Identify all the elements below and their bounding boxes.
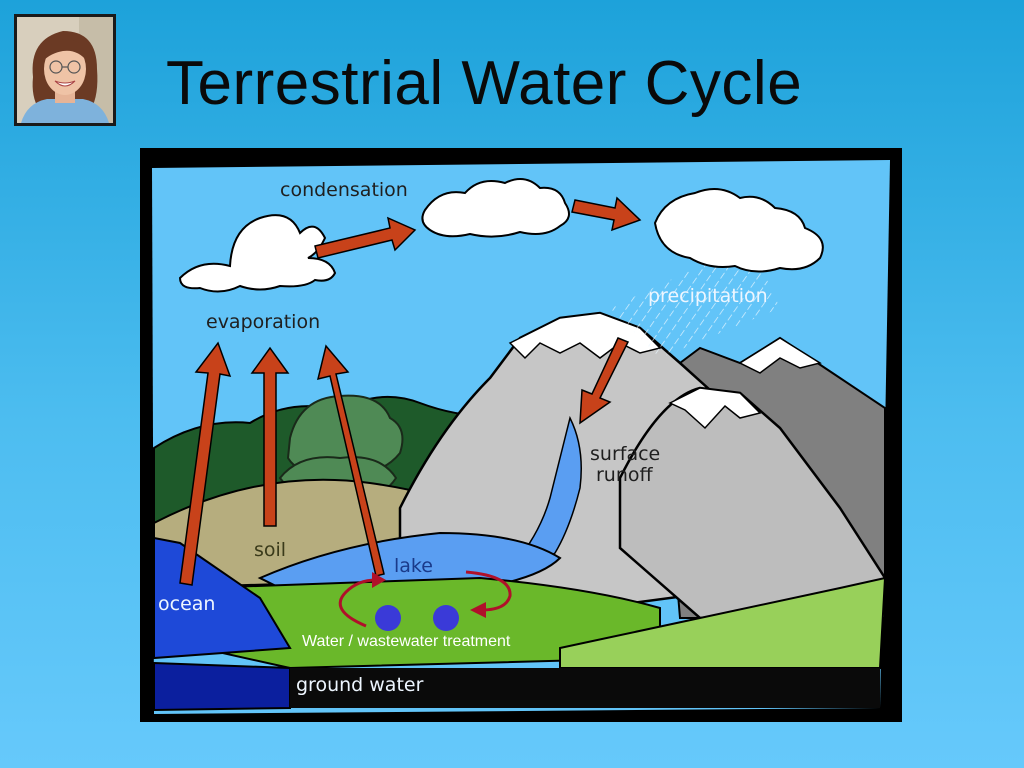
precipitation-rain: [610, 243, 780, 358]
treatment-cycle: [338, 570, 512, 631]
water-cycle-illustration: condensation evaporation precipitation s…: [152, 160, 890, 714]
bedrock: [290, 668, 880, 708]
cloud-evaporation: [178, 214, 337, 293]
treatment-arrow-left: [338, 578, 377, 628]
arrow-condensation-to-precipitation: [571, 196, 642, 232]
cloud-condensation: [421, 178, 570, 238]
label-soil: soil: [254, 539, 286, 561]
label-surface-runoff-line2: runoff: [596, 464, 654, 486]
arrow-evaporation-to-condensation: [314, 216, 417, 259]
water-cycle-diagram: condensation evaporation precipitation s…: [140, 148, 902, 722]
arrow-precipitation-runoff: [579, 337, 630, 425]
arrow-evaporation-soil: [250, 346, 290, 527]
label-ocean: ocean: [158, 593, 215, 615]
treatment-dot-left: [375, 605, 401, 631]
arrow-evaporation-ocean: [179, 341, 232, 586]
treatment-arrow-right: [465, 570, 512, 612]
arrow-evaporation-lake: [316, 344, 385, 577]
label-treatment: Water / wastewater treatment: [302, 633, 511, 650]
label-evaporation: evaporation: [206, 311, 320, 333]
grass-field: [199, 576, 661, 670]
grass-slope: [559, 576, 887, 669]
presenter-photo: [14, 14, 116, 126]
label-ground-water: ground water: [296, 674, 424, 696]
label-lake: lake: [394, 555, 433, 577]
label-surface-runoff-line1: surface: [590, 443, 660, 465]
slide-title: Terrestrial Water Cycle: [166, 49, 803, 118]
label-condensation: condensation: [280, 179, 408, 201]
label-precipitation: precipitation: [648, 285, 768, 307]
ground-water: [153, 661, 291, 712]
treatment-dot-right: [433, 605, 459, 631]
cloud-precipitation: [653, 188, 824, 273]
